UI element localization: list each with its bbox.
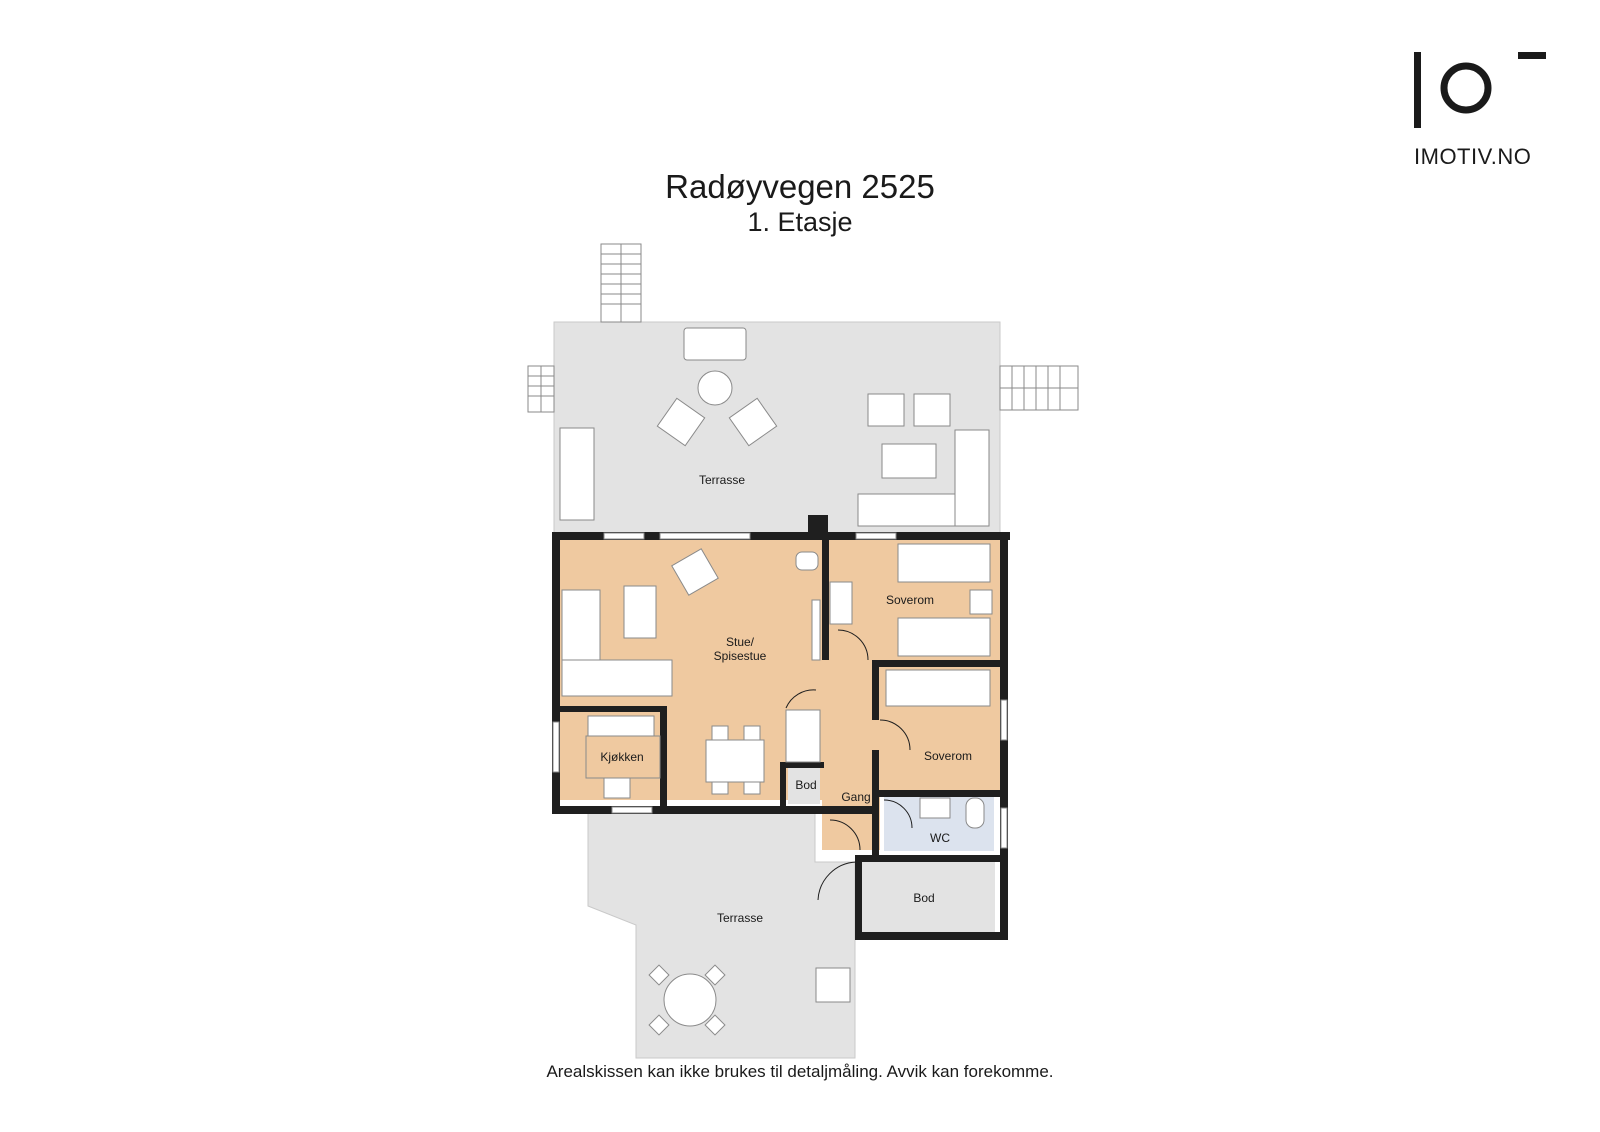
label-terrasse-bottom: Terrasse (717, 911, 763, 925)
plan-title: Radøyvegen 2525 (665, 168, 935, 205)
stairs-top (600, 243, 642, 323)
label-stue-1: Stue/ (726, 635, 755, 649)
floor-bod (862, 862, 995, 932)
label-soverom-2: Soverom (924, 749, 972, 763)
label-wc: WC (930, 831, 950, 845)
interior-furniture (561, 543, 993, 829)
stairs-left (527, 365, 555, 413)
label-soverom-1: Soverom (886, 593, 934, 607)
windows (552, 532, 1008, 849)
label-stue-2: Spisestue (714, 649, 767, 663)
label-terrasse-top: Terrasse (699, 473, 745, 487)
label-kjokken: Kjøkken (600, 750, 643, 764)
doors (785, 629, 913, 901)
label-bod-large: Bod (913, 891, 934, 905)
label-gang: Gang (841, 790, 870, 804)
label-bod-small: Bod (795, 778, 816, 792)
terrace-top-furniture (559, 327, 990, 527)
floor-bod-small (788, 768, 820, 804)
imotiv-logo-icon (1414, 52, 1546, 128)
stairs-right (999, 365, 1079, 411)
plan-subtitle: 1. Etasje (747, 207, 853, 237)
terrace-bottom-furniture (648, 964, 851, 1036)
disclaimer-text: Arealskissen kan ikke brukes til detaljm… (546, 1062, 1054, 1081)
terrace-bottom (587, 811, 856, 1059)
brand-name: IMOTIV.NO (1414, 144, 1532, 169)
kitchen-counter (585, 735, 661, 779)
